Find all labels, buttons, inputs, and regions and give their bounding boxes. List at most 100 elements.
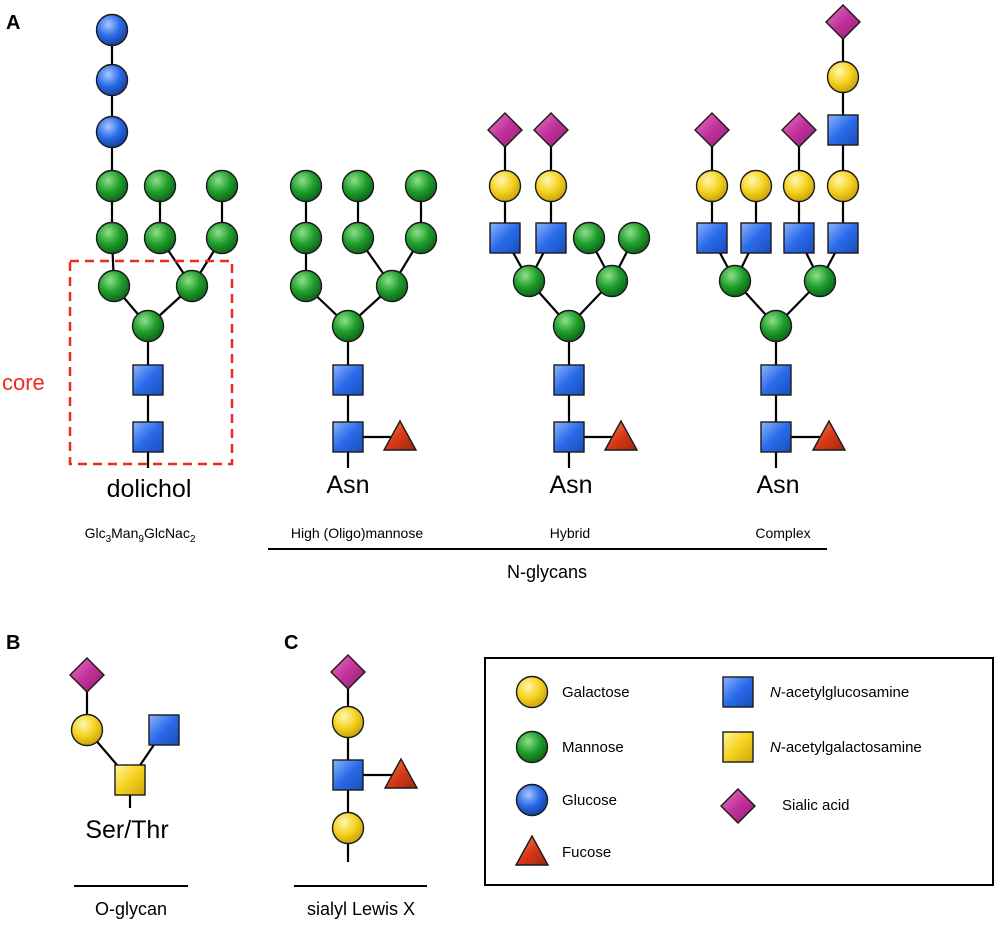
mannose-circle-icon xyxy=(803,264,837,298)
glcnac-square-icon xyxy=(553,421,585,453)
mannose-circle-icon xyxy=(205,169,239,203)
legend-box xyxy=(484,657,994,886)
mannose-circle-icon xyxy=(515,730,549,764)
mannose-circle-icon xyxy=(718,264,752,298)
mannose-circle-icon xyxy=(289,269,323,303)
fucose-triangle-icon xyxy=(514,834,550,866)
glcnac-square-icon xyxy=(827,114,859,146)
legend-label-fucose: Fucose xyxy=(562,844,611,861)
legend-label-sialic-acid: Sialic acid xyxy=(782,797,850,814)
mannose-circle-icon xyxy=(143,221,177,255)
sialic-acid-diamond-icon xyxy=(694,112,730,148)
panel-letter-a: A xyxy=(6,12,20,34)
mannose-circle-icon xyxy=(331,309,365,343)
sialic-acid-diamond-icon xyxy=(533,112,569,148)
galactose-circle-icon xyxy=(331,811,365,845)
o-glycan-label: O-glycan xyxy=(95,899,167,919)
mannose-circle-icon xyxy=(572,221,606,255)
glcnac-square-icon xyxy=(332,759,364,791)
type-label-complex: Complex xyxy=(755,525,810,541)
n-glycans-label: N-glycans xyxy=(507,562,587,582)
glcnac-square-icon xyxy=(332,421,364,453)
dolichol-label: dolichol xyxy=(107,475,192,503)
legend-label-glcnac: N-acetylglucosamine xyxy=(770,684,909,701)
glcnac-square-icon xyxy=(696,222,728,254)
fucose-triangle-icon xyxy=(603,419,639,451)
mannose-circle-icon xyxy=(341,221,375,255)
legend-label-glucose: Glucose xyxy=(562,792,617,809)
galactose-circle-icon xyxy=(826,169,860,203)
mannose-circle-icon xyxy=(404,221,438,255)
galactose-circle-icon xyxy=(826,60,860,94)
mannose-circle-icon xyxy=(552,309,586,343)
precursor-name: Glc3Man9GlcNac2 xyxy=(85,525,196,545)
asn-label-complex: Asn xyxy=(756,471,799,499)
mannose-circle-icon xyxy=(205,221,239,255)
sialic-acid-diamond-icon xyxy=(720,788,756,824)
mannose-circle-icon xyxy=(289,169,323,203)
glucose-circle-icon xyxy=(95,13,129,47)
panel-letter-b: B xyxy=(6,632,20,654)
sialic-acid-diamond-icon xyxy=(487,112,523,148)
galactose-circle-icon xyxy=(739,169,773,203)
mannose-circle-icon xyxy=(617,221,651,255)
sialyl-lewis-x-label: sialyl Lewis X xyxy=(307,899,415,919)
sialic-acid-diamond-icon xyxy=(825,4,861,40)
galnac-square-icon xyxy=(114,764,146,796)
mannose-circle-icon xyxy=(404,169,438,203)
glcnac-square-icon xyxy=(722,676,754,708)
glcnac-square-icon xyxy=(332,364,364,396)
mannose-circle-icon xyxy=(512,264,546,298)
core-label: core xyxy=(2,370,45,395)
mannose-circle-icon xyxy=(759,309,793,343)
glcnac-square-icon xyxy=(827,222,859,254)
glcnac-square-icon xyxy=(553,364,585,396)
galactose-circle-icon xyxy=(782,169,816,203)
mannose-circle-icon xyxy=(95,169,129,203)
legend-label-galactose: Galactose xyxy=(562,684,630,701)
mannose-circle-icon xyxy=(95,221,129,255)
glcnac-square-icon xyxy=(783,222,815,254)
galactose-circle-icon xyxy=(695,169,729,203)
ser-thr-label: Ser/Thr xyxy=(85,816,168,844)
fucose-triangle-icon xyxy=(811,419,847,451)
glcnac-square-icon xyxy=(740,222,772,254)
fucose-triangle-icon xyxy=(382,419,418,451)
group-rules xyxy=(74,548,827,887)
glcnac-square-icon xyxy=(132,364,164,396)
legend-label-mannose: Mannose xyxy=(562,739,624,756)
type-label-high-mannose: High (Oligo)mannose xyxy=(291,525,423,541)
glucose-circle-icon xyxy=(95,115,129,149)
panel-letter-c: C xyxy=(284,632,298,654)
mannose-circle-icon xyxy=(175,269,209,303)
mannose-circle-icon xyxy=(131,309,165,343)
sialic-acid-diamond-icon xyxy=(781,112,817,148)
core-box xyxy=(68,259,234,466)
mannose-circle-icon xyxy=(97,269,131,303)
galactose-circle-icon xyxy=(534,169,568,203)
fucose-triangle-icon xyxy=(383,757,419,789)
glucose-circle-icon xyxy=(95,63,129,97)
mannose-circle-icon xyxy=(375,269,409,303)
galnac-square-icon xyxy=(722,731,754,763)
glcnac-square-icon xyxy=(132,421,164,453)
mannose-circle-icon xyxy=(143,169,177,203)
galactose-circle-icon xyxy=(70,713,104,747)
glcnac-square-icon xyxy=(760,364,792,396)
galactose-circle-icon xyxy=(488,169,522,203)
glucose-circle-icon xyxy=(515,783,549,817)
type-label-hybrid: Hybrid xyxy=(550,525,590,541)
monosaccharide-symbols xyxy=(69,4,861,866)
galactose-circle-icon xyxy=(331,705,365,739)
mannose-circle-icon xyxy=(289,221,323,255)
glcnac-square-icon xyxy=(535,222,567,254)
glcnac-square-icon xyxy=(760,421,792,453)
asn-label-hybrid: Asn xyxy=(549,471,592,499)
galactose-circle-icon xyxy=(515,675,549,709)
legend-label-galnac: N-acetylgalactosamine xyxy=(770,739,922,756)
sialic-acid-diamond-icon xyxy=(69,657,105,693)
mannose-circle-icon xyxy=(341,169,375,203)
sialic-acid-diamond-icon xyxy=(330,654,366,690)
glcnac-square-icon xyxy=(489,222,521,254)
